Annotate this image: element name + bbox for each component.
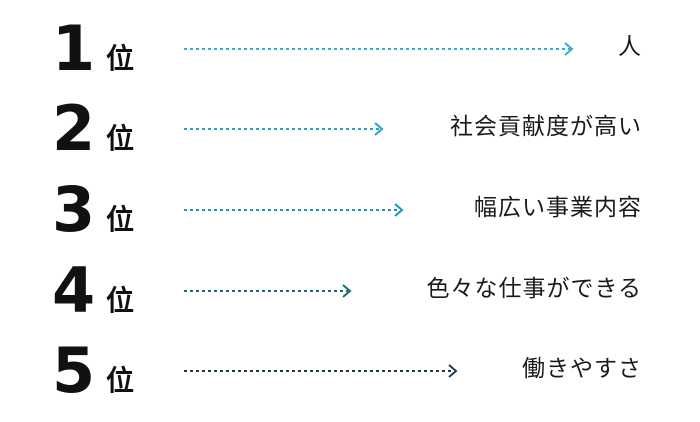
dotted-arrow-icon: [184, 42, 574, 56]
dotted-arrow-icon: [184, 203, 404, 217]
rank-number: 2: [52, 92, 95, 165]
rank-suffix: 位: [106, 42, 135, 75]
rank-label: 人: [618, 34, 642, 60]
rank-number: 5: [52, 334, 95, 407]
rank-label: 働きやすさ: [522, 356, 642, 382]
rank-row-3: 3 位 幅広い事業内容: [0, 175, 700, 245]
rank-suffix: 位: [106, 364, 135, 397]
rank-label: 社会貢献度が高い: [450, 114, 642, 140]
rank-label: 幅広い事業内容: [474, 195, 642, 221]
rank-number: 1: [52, 12, 95, 85]
rank-number: 3: [52, 173, 95, 246]
dotted-arrow-icon: [184, 364, 458, 378]
dotted-arrow-icon: [184, 284, 352, 298]
rank-row-5: 5 位 働きやすさ: [0, 336, 700, 406]
dotted-arrow-icon: [184, 122, 384, 136]
rank-suffix: 位: [106, 284, 135, 317]
rank-row-4: 4 位 色々な仕事ができる: [0, 256, 700, 326]
rank-suffix: 位: [106, 122, 135, 155]
rank-number: 4: [52, 254, 95, 327]
rank-suffix: 位: [106, 203, 135, 236]
rank-row-1: 1 位 人: [0, 14, 700, 84]
rank-label: 色々な仕事ができる: [426, 276, 642, 302]
rank-row-2: 2 位 社会貢献度が高い: [0, 94, 700, 164]
